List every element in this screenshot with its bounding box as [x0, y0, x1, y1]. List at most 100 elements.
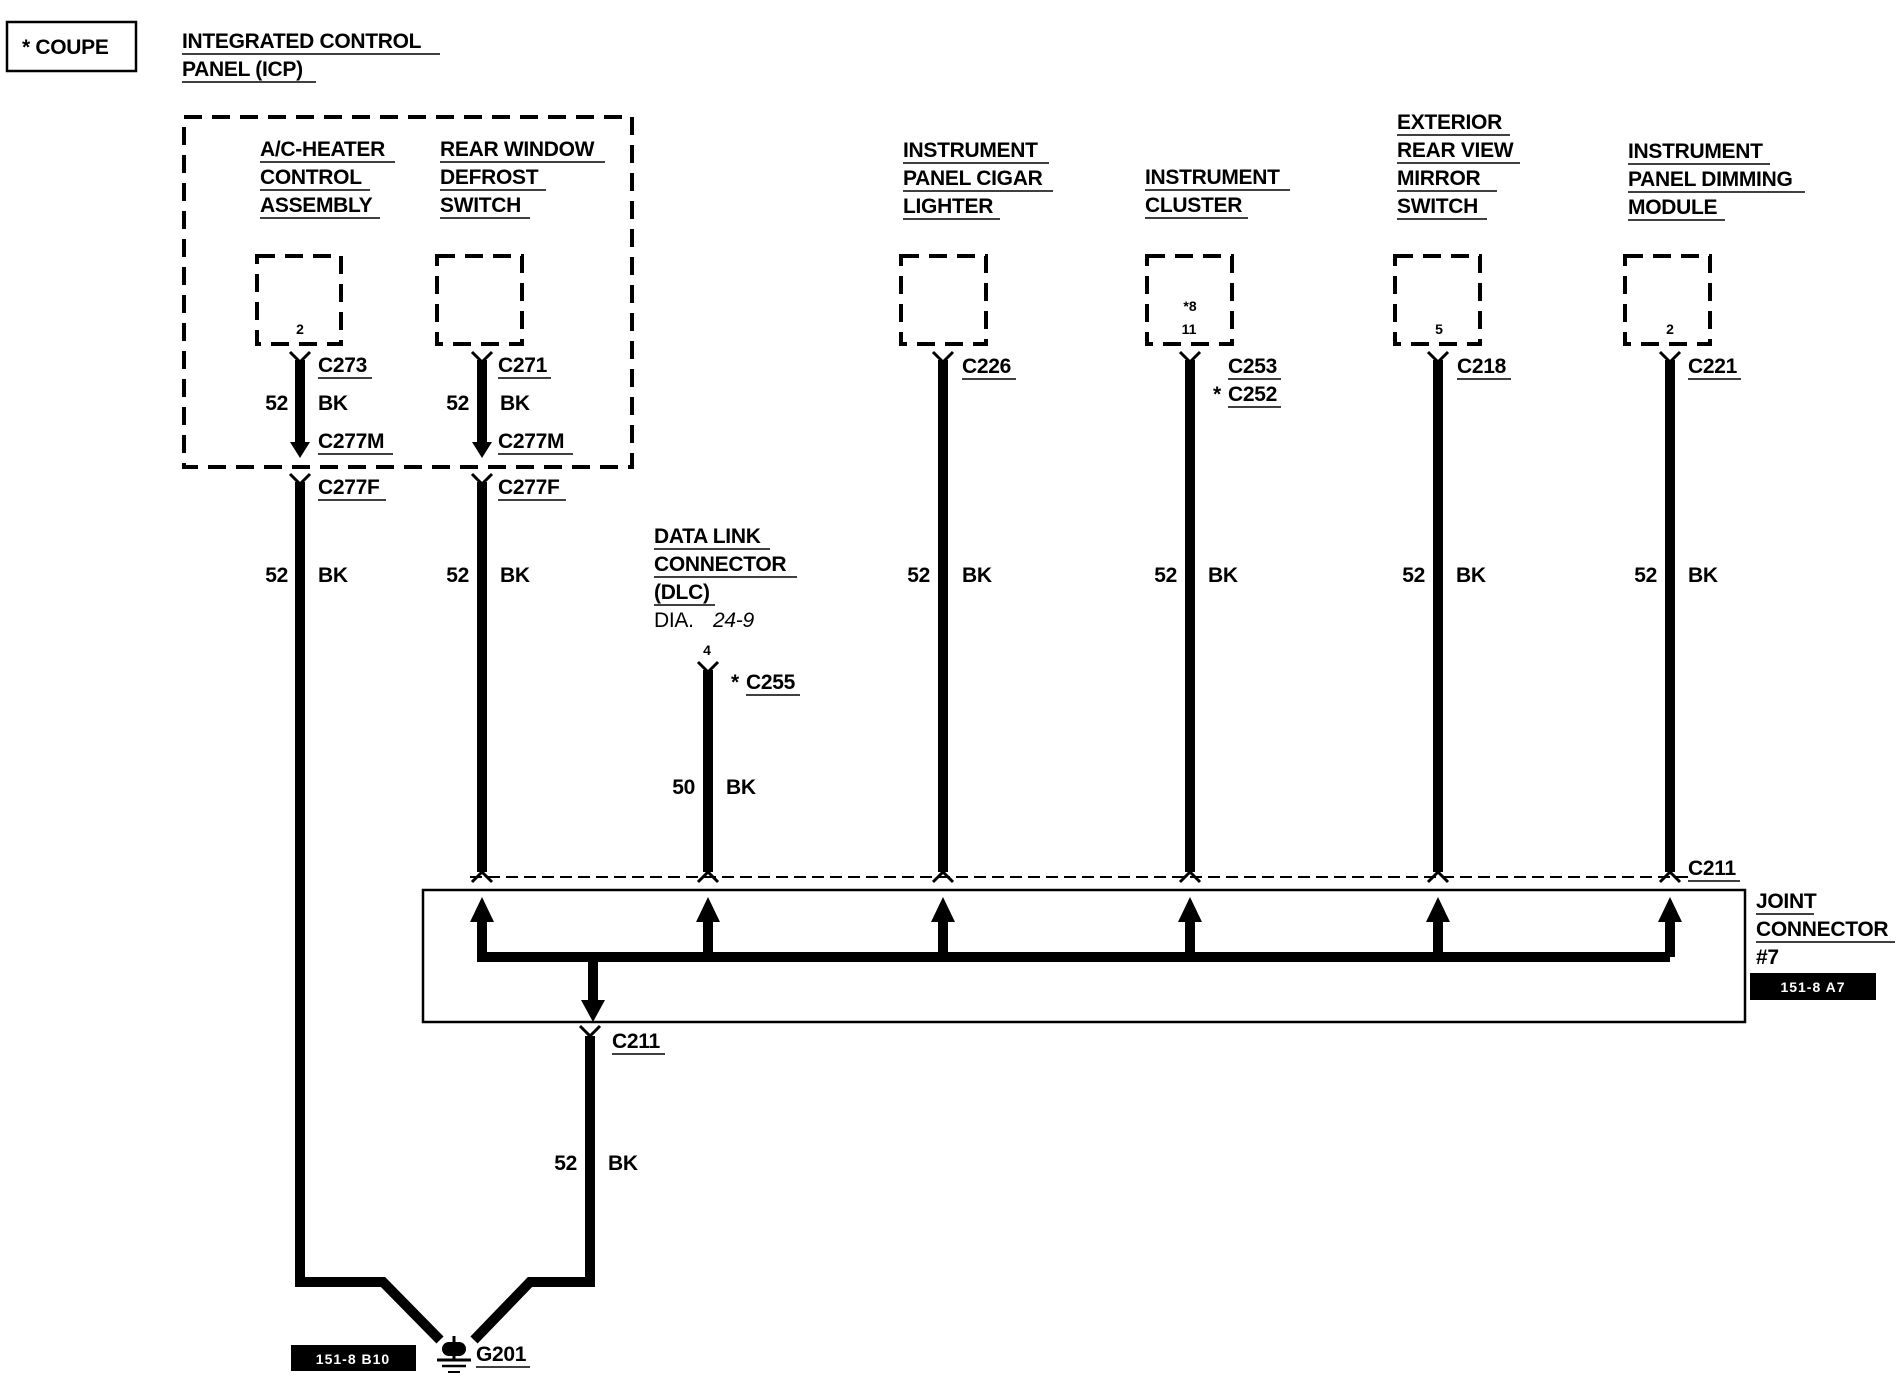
cigar-lighter-component — [899, 254, 988, 346]
svg-text:52: 52 — [446, 392, 469, 415]
connector-c273: C273 — [318, 354, 367, 377]
svg-text:BK: BK — [500, 392, 530, 415]
svg-text:52: 52 — [1154, 564, 1177, 587]
icp-enclosure — [182, 115, 634, 469]
svg-text:#7: #7 — [1756, 946, 1779, 969]
wire-joint-ground — [470, 1036, 595, 1344]
svg-text:PANEL DIMMING: PANEL DIMMING — [1628, 168, 1793, 191]
wire-labels: 52 BK 52 BK 52 BK 52 BK 52 BK 52 BK 52 B… — [265, 392, 1718, 1175]
svg-text:REAR VIEW: REAR VIEW — [1397, 139, 1514, 162]
svg-text:BK: BK — [608, 1152, 638, 1175]
svg-text:LIGHTER: LIGHTER — [903, 195, 993, 218]
cigar-lighter-label: INSTRUMENT PANEL CIGAR LIGHTER — [903, 139, 1053, 220]
connector-c277f-2: C277F — [498, 476, 560, 499]
connector-c255-star: * — [731, 671, 740, 694]
svg-text:REAR WINDOW: REAR WINDOW — [440, 138, 595, 161]
ground-ref-text: 151-8 B10 — [316, 1351, 390, 1367]
connector-c252: C252 — [1228, 383, 1277, 406]
svg-text:JOINT: JOINT — [1756, 890, 1817, 913]
dimming-module-component — [1623, 254, 1712, 346]
mirror-switch-component — [1393, 254, 1482, 346]
dimming-module-label: INSTRUMENT PANEL DIMMING MODULE — [1628, 140, 1805, 221]
connector-c277m-1: C277M — [318, 430, 384, 453]
icp-title: INTEGRATED CONTROL PANEL (ICP) — [182, 30, 440, 83]
svg-text:INSTRUMENT: INSTRUMENT — [1628, 140, 1763, 163]
pin-dlc: 4 — [703, 642, 711, 658]
dlc-label: DATA LINK CONNECTOR (DLC) DIA. 24-9 — [654, 525, 797, 632]
connector-c277f-1: C277F — [318, 476, 380, 499]
connector-c255: C255 — [746, 671, 796, 694]
svg-text:DEFROST: DEFROST — [440, 166, 539, 189]
pin-mirror-switch: 5 — [1435, 321, 1443, 337]
mirror-switch-label: EXTERIOR REAR VIEW MIRROR SWITCH — [1397, 111, 1520, 220]
icp-title-line2: PANEL (ICP) — [182, 58, 303, 81]
svg-text:A/C-HEATER: A/C-HEATER — [260, 138, 385, 161]
connector-c277m-2: C277M — [498, 430, 564, 453]
cluster-component — [1145, 254, 1234, 346]
pin-cluster-coupe: *8 — [1183, 298, 1196, 314]
connector-caps — [288, 350, 1682, 1039]
svg-text:CONTROL: CONTROL — [260, 166, 362, 189]
svg-text:52: 52 — [1402, 564, 1425, 587]
svg-text:CLUSTER: CLUSTER — [1145, 194, 1242, 217]
svg-text:52: 52 — [1634, 564, 1657, 587]
ground-ref-box — [291, 1345, 416, 1371]
ground-g201-label: G201 — [476, 1343, 527, 1366]
connector-c211-bottom: C211 — [612, 1030, 660, 1053]
svg-text:52: 52 — [265, 392, 288, 415]
connector-c271: C271 — [498, 354, 548, 377]
svg-text:50: 50 — [672, 776, 695, 799]
wire-ac-heater-ground — [295, 482, 444, 1344]
svg-text:CONNECTOR: CONNECTOR — [1756, 918, 1888, 941]
connector-c252-star: * — [1213, 383, 1222, 406]
connector-labels: C273 C277M C277F C271 C277M C277F C226 C… — [318, 354, 1741, 1055]
svg-text:BK: BK — [962, 564, 992, 587]
svg-text:MIRROR: MIRROR — [1397, 167, 1480, 190]
svg-text:BK: BK — [1208, 564, 1238, 587]
dlc-diagram-ref: 24-9 — [712, 609, 754, 632]
joint-ref-box — [1750, 973, 1876, 1000]
svg-text:PANEL CIGAR: PANEL CIGAR — [903, 167, 1043, 190]
ac-heater-component — [255, 254, 343, 346]
joint-bus — [470, 897, 1682, 1022]
coupe-legend-text: * COUPE — [22, 36, 109, 59]
connector-c253: C253 — [1228, 355, 1277, 378]
pin-dimming-module: 2 — [1666, 321, 1674, 337]
svg-text:DATA LINK: DATA LINK — [654, 525, 761, 548]
rear-defrost-component — [435, 254, 524, 346]
svg-text:52: 52 — [907, 564, 930, 587]
pin-cluster: 11 — [1182, 321, 1197, 337]
cluster-label: INSTRUMENT CLUSTER — [1145, 166, 1290, 219]
svg-text:BK: BK — [318, 392, 348, 415]
coupe-legend: * COUPE — [5, 20, 138, 73]
svg-text:SWITCH: SWITCH — [440, 194, 521, 217]
svg-text:BK: BK — [1456, 564, 1486, 587]
svg-text:SWITCH: SWITCH — [1397, 195, 1478, 218]
svg-text:MODULE: MODULE — [1628, 196, 1717, 219]
svg-text:CONNECTOR: CONNECTOR — [654, 553, 786, 576]
svg-text:52: 52 — [446, 564, 469, 587]
pin-ac-heater: 2 — [296, 321, 304, 337]
svg-text:BK: BK — [500, 564, 530, 587]
svg-text:EXTERIOR: EXTERIOR — [1397, 111, 1502, 134]
ground-icon — [437, 1336, 471, 1373]
svg-text:INSTRUMENT: INSTRUMENT — [1145, 166, 1280, 189]
ac-heater-label: A/C-HEATER CONTROL ASSEMBLY — [260, 138, 395, 219]
svg-text:52: 52 — [554, 1152, 577, 1175]
svg-text:BK: BK — [318, 564, 348, 587]
svg-text:(DLC): (DLC) — [654, 581, 710, 604]
joint-connector-box — [421, 888, 1747, 1024]
connector-c221: C221 — [1688, 355, 1738, 378]
icp-title-line1: INTEGRATED CONTROL — [182, 30, 422, 53]
connector-c226: C226 — [962, 355, 1011, 378]
rear-defrost-label: REAR WINDOW DEFROST SWITCH — [440, 138, 605, 219]
joint-connector-label: JOINT CONNECTOR #7 — [1756, 890, 1895, 969]
svg-text:BK: BK — [726, 776, 756, 799]
svg-text:INSTRUMENT: INSTRUMENT — [903, 139, 1038, 162]
svg-text:52: 52 — [265, 564, 288, 587]
connector-c218: C218 — [1457, 355, 1507, 378]
svg-text:DIA.: DIA. — [654, 609, 694, 632]
connector-c211-top: C211 — [1688, 857, 1736, 880]
joint-ref-text: 151-8 A7 — [1780, 979, 1845, 995]
